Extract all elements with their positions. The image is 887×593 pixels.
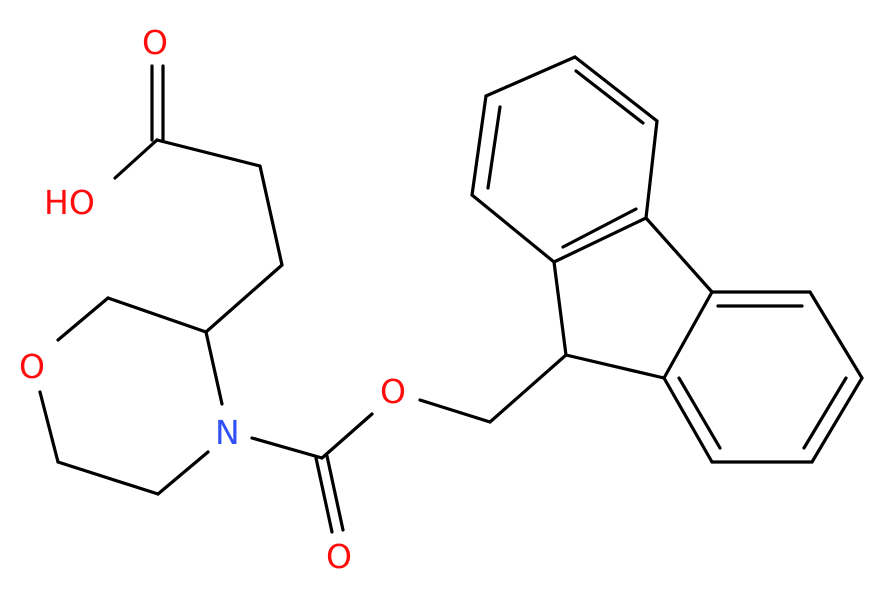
bond-c4b-c4a: [644, 216, 714, 294]
bond-top-inner-2: [574, 69, 645, 125]
atom-o-morpholine: O: [19, 347, 45, 386]
bond-ring-c5-n: [156, 450, 210, 496]
bond-chain-3: [204, 263, 284, 334]
atom-labels: O HO O N O O: [19, 23, 406, 576]
atom-n-morpholine: N: [215, 413, 240, 452]
bond-top-5: [644, 119, 659, 220]
atom-o-acid-carbonyl: O: [142, 23, 168, 62]
bond-carbonyl-o-double-b: [325, 454, 345, 532]
bond-c9-c9a: [552, 260, 568, 357]
bond-c4a-c8a: [662, 290, 714, 380]
bond-ch2-c9: [488, 353, 568, 424]
atom-oh-acid: HO: [44, 183, 95, 222]
bond-carbonyl-o-double-a: [314, 456, 334, 534]
bond-c9-c8a: [564, 353, 666, 380]
bond-ring-c6-c5: [56, 460, 160, 496]
bond-top-inner-1: [486, 105, 502, 190]
bond-top-2: [470, 94, 488, 197]
bond-top-3: [484, 55, 577, 98]
bond-bot-inner-2: [802, 376, 848, 450]
bond-ring-o-c6: [38, 390, 60, 464]
bond-top-4: [573, 55, 659, 123]
atom-o-carbamate-carbonyl: O: [326, 537, 352, 576]
bond-ring-c3-c2: [106, 296, 208, 334]
bond-c-oh: [113, 138, 159, 180]
bond-bot-2: [808, 290, 864, 380]
bond-top-1: [470, 193, 556, 264]
bond-top-inner-3: [561, 207, 638, 249]
bond-chain-2: [258, 164, 284, 267]
bond-bot-5: [662, 376, 714, 464]
bond-carbonyl-o-ester: [320, 412, 374, 460]
bond-ring-n-c3: [204, 330, 224, 406]
bonds: [38, 55, 864, 534]
bond-n-carbonyl: [250, 436, 324, 460]
atom-o-ester: O: [380, 372, 406, 411]
bond-ring-c2-o: [56, 296, 110, 342]
bond-c9a-c4b: [552, 216, 648, 264]
bond-c-chain-1: [155, 138, 262, 168]
bond-bot-3: [810, 376, 864, 464]
bond-bot-inner-3: [677, 376, 722, 450]
bond-o-ch2: [418, 398, 492, 424]
